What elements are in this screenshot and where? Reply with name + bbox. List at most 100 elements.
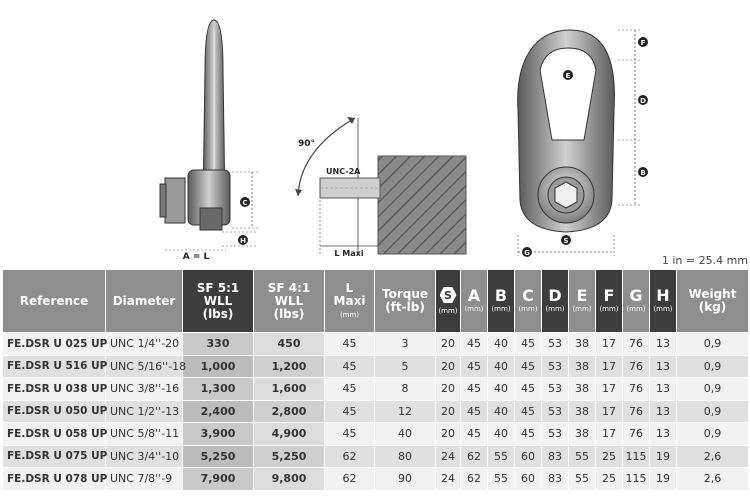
cell-b: 40 [487, 377, 515, 401]
cell-sf4: 1,600 [253, 377, 325, 401]
cell-torque: 8 [374, 377, 436, 401]
header-e: E(mm) [568, 269, 596, 333]
dimension-b-label: B [640, 169, 645, 177]
cell-sf5: 7,900 [182, 467, 254, 491]
cell-dia: UNC 1/2''-13 [105, 399, 183, 423]
dimension-f-label: F [641, 39, 646, 47]
cell-g: 76 [622, 377, 650, 401]
dimension-c-label: C [242, 199, 247, 207]
cell-l: 62 [324, 467, 375, 491]
header-weight: Weight (kg) [676, 269, 749, 333]
cell-torque: 3 [374, 332, 436, 356]
header-s: S (mm) [435, 269, 461, 333]
cell-a: 45 [460, 399, 488, 423]
cell-s: 20 [435, 332, 461, 356]
cell-dia: UNC 5/8''-11 [105, 422, 183, 446]
cell-w: 0,9 [676, 399, 749, 423]
header-torque: Torque (ft-lb) [374, 269, 436, 333]
cell-g: 76 [622, 399, 650, 423]
cell-l: 45 [324, 332, 375, 356]
cell-torque: 40 [374, 422, 436, 446]
cell-a: 45 [460, 422, 488, 446]
cell-e: 38 [568, 332, 596, 356]
header-sf4-wll: SF 4:1 WLL (lbs) [253, 269, 325, 333]
cell-sf5: 3,900 [182, 422, 254, 446]
cell-ref: FE.DSR U 025 UP [2, 332, 107, 356]
cell-dia: UNC 5/16''-18 [105, 354, 186, 378]
header-f: F(mm) [595, 269, 623, 333]
cell-h: 13 [649, 399, 677, 423]
cell-dia: UNC 3/8''-16 [105, 377, 183, 401]
technical-drawings: C H A = L 90° UNC-2A L Maxi [159, 19, 648, 262]
cell-s: 20 [435, 377, 461, 401]
cell-a: 45 [460, 377, 488, 401]
thread-label: UNC-2A [326, 167, 361, 176]
cell-c: 60 [514, 444, 542, 468]
cell-g: 115 [622, 444, 650, 468]
cell-h: 13 [649, 377, 677, 401]
header-h: H(mm) [649, 269, 677, 333]
cell-g: 76 [622, 422, 650, 446]
cell-l: 45 [324, 399, 375, 423]
cell-l: 45 [324, 377, 375, 401]
cell-w: 2,6 [676, 444, 749, 468]
cell-b: 40 [487, 399, 515, 423]
dimension-e-label: E [566, 72, 571, 80]
cell-torque: 5 [374, 354, 436, 378]
cell-d: 83 [541, 444, 569, 468]
cell-d: 53 [541, 354, 569, 378]
dimension-s-label: S [563, 237, 568, 245]
cell-d: 53 [541, 399, 569, 423]
cell-b: 55 [487, 467, 515, 491]
header-g: G(mm) [622, 269, 650, 333]
dimension-g-label: G [524, 249, 530, 257]
cell-w: 0,9 [676, 332, 749, 356]
cell-ref: FE.DSR U 075 UP [2, 444, 107, 468]
cell-d: 53 [541, 422, 569, 446]
header-c: C(mm) [514, 269, 542, 333]
header-reference: Reference [2, 269, 106, 333]
cell-sf4: 9,800 [253, 467, 325, 491]
cell-ref: FE.DSR U 516 UP [2, 354, 107, 378]
cell-sf4: 1,200 [253, 354, 325, 378]
cell-b: 40 [487, 332, 515, 356]
a-equals-l-note: A = L [183, 252, 210, 262]
cell-f: 25 [595, 444, 623, 468]
cell-dia: UNC 3/4''-10 [105, 444, 183, 468]
cell-b: 40 [487, 354, 515, 378]
cell-c: 45 [514, 354, 542, 378]
cell-sf4: 4,900 [253, 422, 325, 446]
cell-w: 0,9 [676, 422, 749, 446]
dimension-h-label: H [240, 237, 246, 245]
cell-c: 60 [514, 467, 542, 491]
cell-c: 45 [514, 399, 542, 423]
cell-w: 2,6 [676, 467, 749, 491]
cell-e: 38 [568, 354, 596, 378]
cell-f: 17 [595, 332, 623, 356]
cell-g: 115 [622, 467, 650, 491]
cell-e: 38 [568, 422, 596, 446]
cell-w: 0,9 [676, 377, 749, 401]
cell-d: 53 [541, 377, 569, 401]
cell-c: 45 [514, 377, 542, 401]
cell-w: 0,9 [676, 354, 749, 378]
cell-h: 13 [649, 422, 677, 446]
cell-ref: FE.DSR U 050 UP [2, 399, 107, 423]
cell-e: 55 [568, 444, 596, 468]
cell-g: 76 [622, 354, 650, 378]
cell-s: 20 [435, 399, 461, 423]
header-l-maxi: L Maxi (mm) [324, 269, 375, 333]
cell-sf4: 2,800 [253, 399, 325, 423]
cell-c: 45 [514, 332, 542, 356]
angle-label: 90° [298, 139, 315, 149]
cell-h: 19 [649, 444, 677, 468]
cell-f: 17 [595, 354, 623, 378]
cell-torque: 12 [374, 399, 436, 423]
cell-a: 62 [460, 444, 488, 468]
table-header-row: Reference Diameter SF 5:1 WLL (lbs) SF 4… [2, 269, 749, 333]
cell-sf5: 1,000 [182, 354, 254, 378]
